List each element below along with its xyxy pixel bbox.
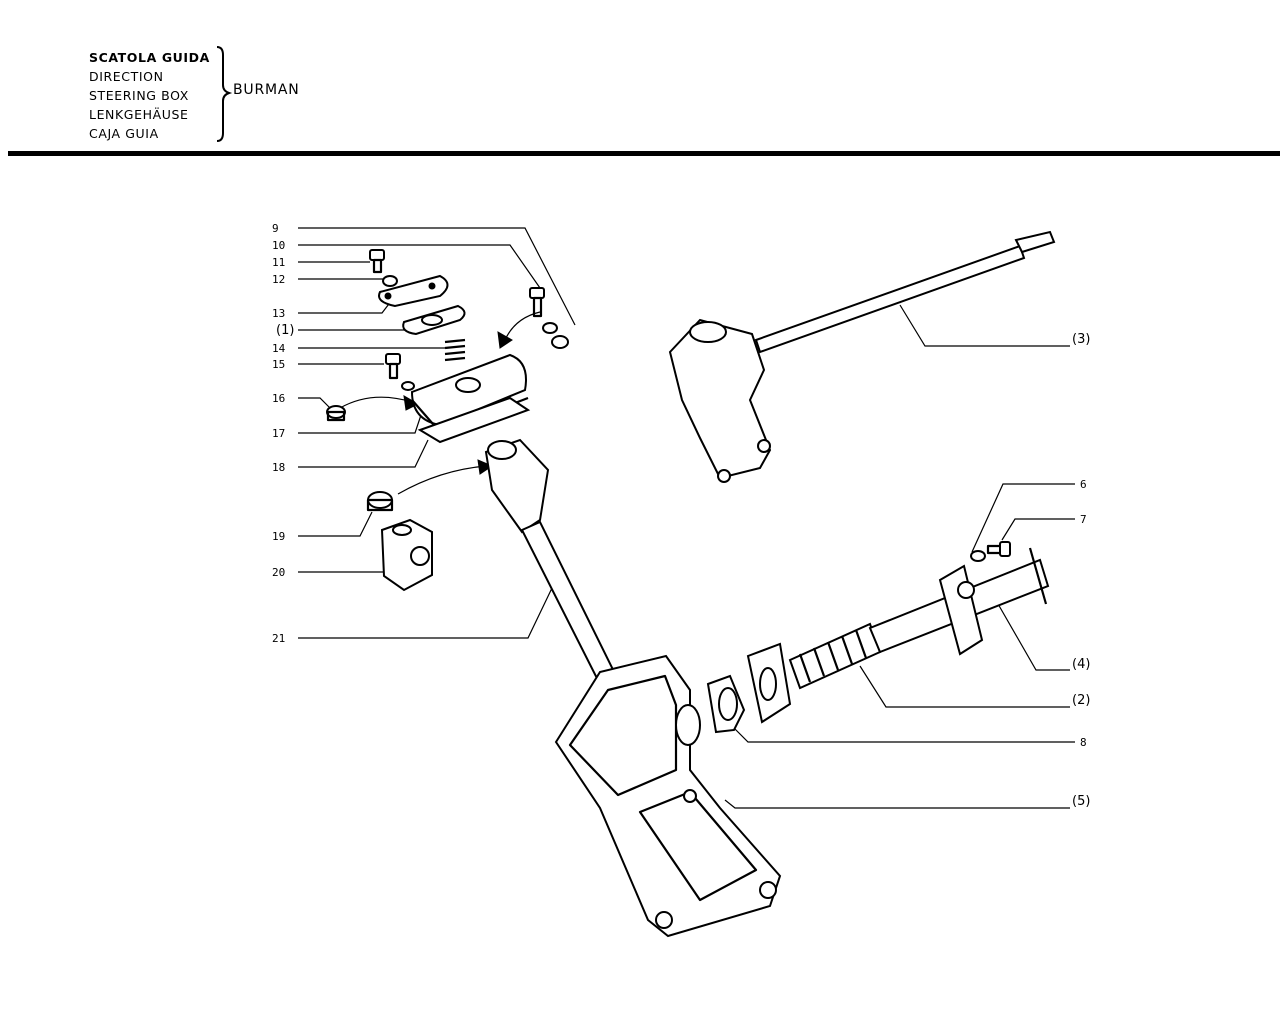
label-11: 11 <box>272 256 285 269</box>
label-17: 17 <box>272 427 285 440</box>
label-9: 9 <box>272 222 279 235</box>
part-19-bush <box>366 491 394 512</box>
part-2-worm <box>788 622 882 690</box>
label-15: 15 <box>272 358 285 371</box>
callout-labels: 9 10 11 12 13 (1) 14 15 16 17 18 19 20 2… <box>272 222 1090 809</box>
part-4-column-tube <box>868 547 1050 656</box>
label-16: 16 <box>272 392 285 405</box>
part-15-bolt <box>385 353 415 391</box>
label-6: 6 <box>1080 478 1087 491</box>
part-11-bolt <box>369 249 385 274</box>
label-18: 18 <box>272 461 285 474</box>
part-7-bolt <box>986 541 1011 557</box>
label-3: (3) <box>1072 332 1090 347</box>
part-8-locknut <box>706 674 746 734</box>
label-1: (1) <box>276 323 294 338</box>
title-spanish: CAJA GUIA <box>89 126 159 141</box>
label-14: 14 <box>272 342 286 355</box>
part-1-gasket <box>402 304 466 336</box>
brace-icon <box>216 46 233 142</box>
label-13: 13 <box>272 307 285 320</box>
label-7: 7 <box>1080 513 1087 526</box>
part-3-assembled-box <box>668 230 1056 483</box>
leader-lines <box>298 227 1075 809</box>
label-8: 8 <box>1080 736 1087 749</box>
header-rule <box>8 151 1280 156</box>
part-12-washer <box>382 275 398 287</box>
label-19: 19 <box>272 530 285 543</box>
part-14-spring <box>444 338 466 362</box>
part-21-rocker-shaft <box>484 438 630 710</box>
part-16-plug <box>326 405 346 422</box>
label-20: 20 <box>272 566 285 579</box>
title-italian: SCATOLA GUIDA <box>89 50 210 65</box>
part-10-bolt <box>529 287 545 318</box>
part-18-gasket <box>417 396 531 444</box>
title-languages: SCATOLA GUIDA DIRECTION STEERING BOX LEN… <box>89 48 229 143</box>
title-english: STEERING BOX <box>89 88 189 103</box>
title-german: LENKGEHÄUSE <box>89 107 189 122</box>
title-french: DIRECTION <box>89 69 164 84</box>
part-5-housing <box>554 654 782 938</box>
label-2: (2) <box>1072 693 1090 708</box>
part-6-washer <box>970 550 986 562</box>
label-21: 21 <box>272 632 285 645</box>
part-13-cover-plate <box>378 274 449 308</box>
label-10: 10 <box>272 239 285 252</box>
assembly-arrows <box>339 311 541 495</box>
label-4: (4) <box>1072 657 1090 672</box>
label-5: (5) <box>1072 794 1090 809</box>
manufacturer-name: BURMAN <box>233 82 300 98</box>
part-8-gasket <box>746 642 792 724</box>
label-12: 12 <box>272 273 285 286</box>
part-20-rocker-block <box>380 518 433 592</box>
part-9-nut <box>542 322 569 349</box>
